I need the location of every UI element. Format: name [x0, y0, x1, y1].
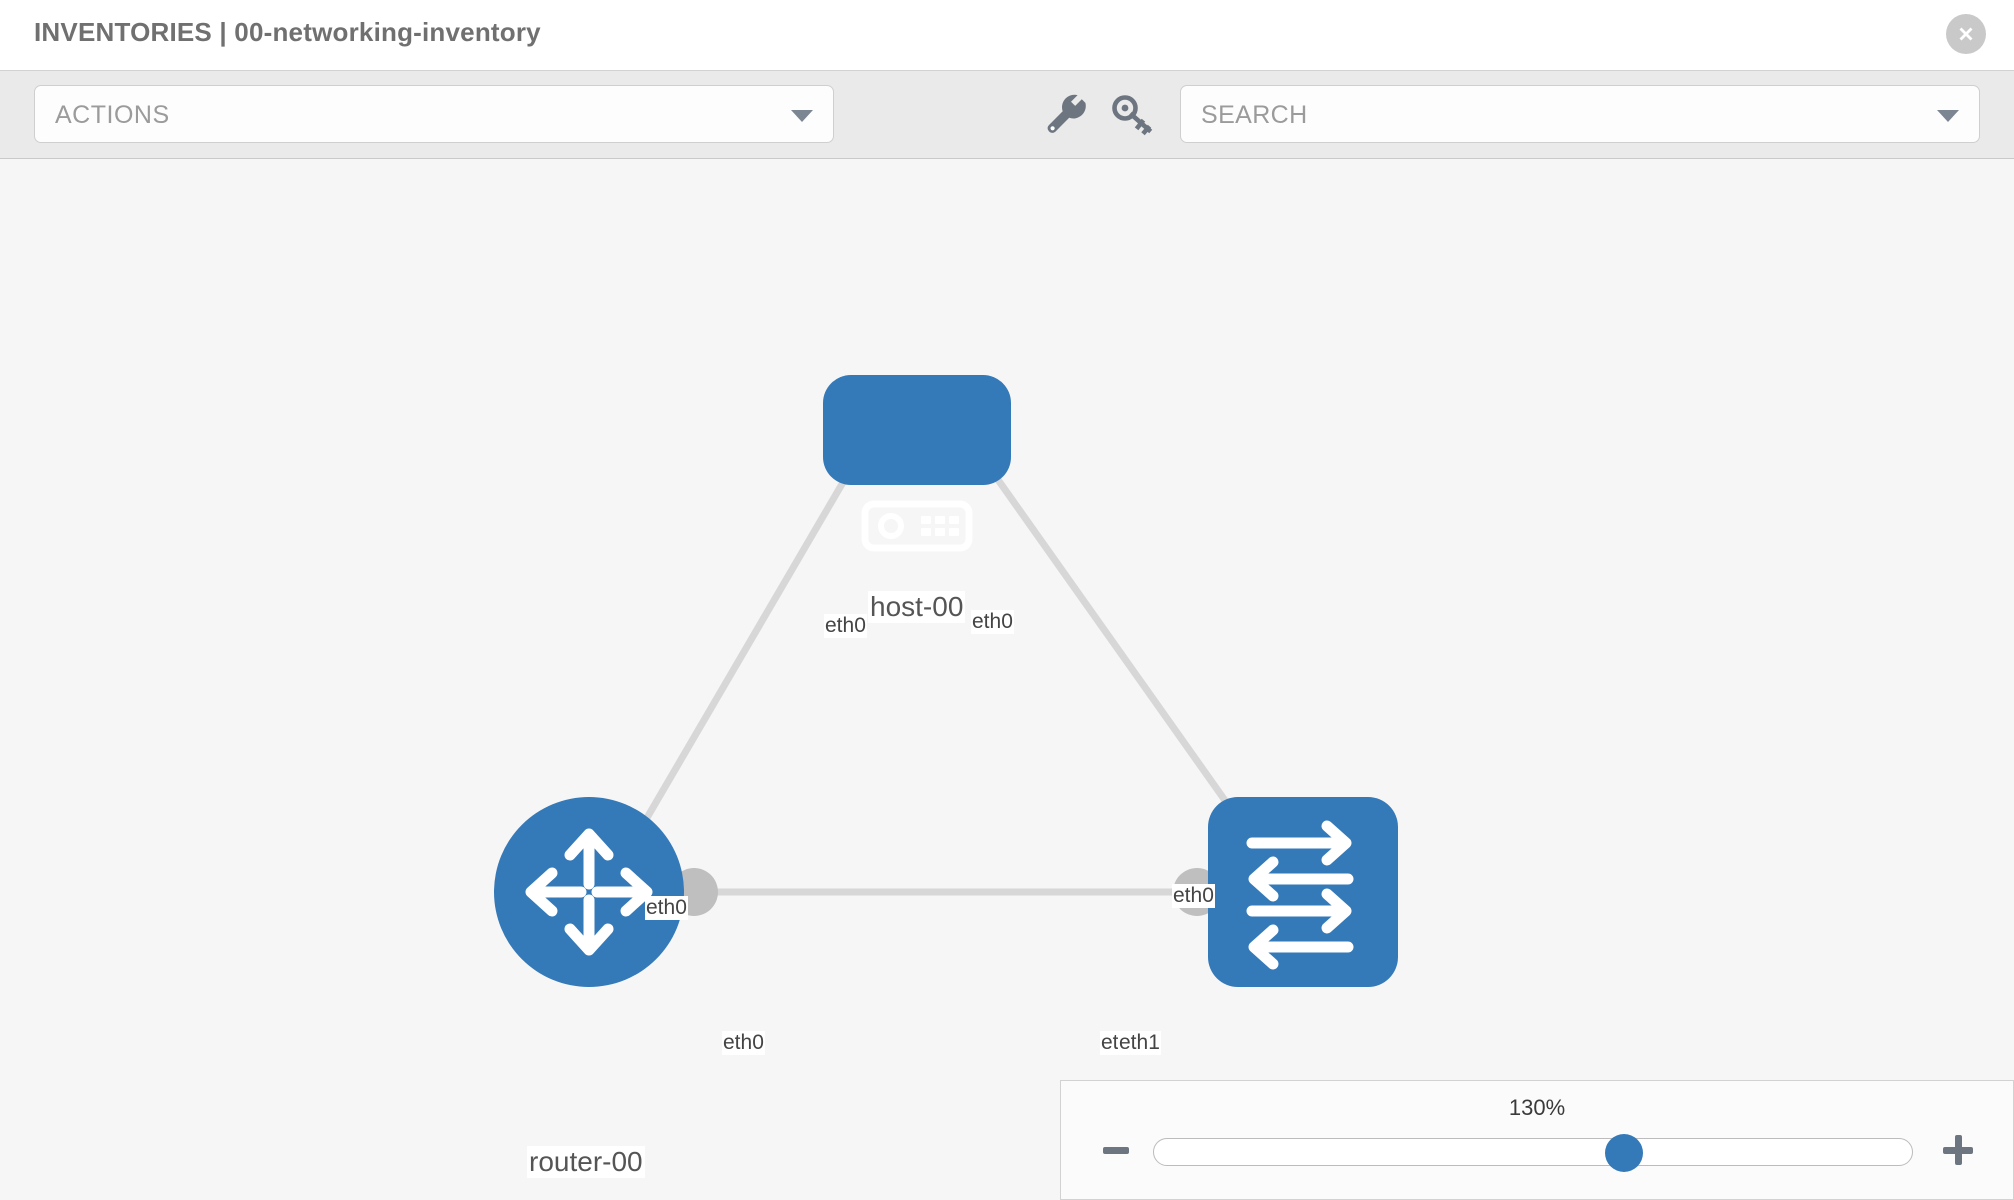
topology-canvas[interactable]: host-00 router-00 switch-00 eth0 eth0 et… [0, 159, 2014, 1200]
zoom-slider-track[interactable] [1153, 1134, 1913, 1172]
close-button[interactable] [1946, 14, 1986, 54]
search-box[interactable] [1180, 85, 1980, 144]
zoom-level-label: 130% [1508, 1095, 1566, 1120]
actions-dropdown-label: ACTIONS [55, 101, 170, 129]
minus-icon[interactable] [1103, 1147, 1129, 1154]
search-input[interactable] [1199, 86, 1903, 144]
iface-label: eth0 [1172, 884, 1215, 908]
chevron-down-icon[interactable] [1937, 110, 1959, 122]
iface-label: eth0 [722, 1031, 765, 1055]
topology-links [616, 416, 1273, 896]
page-title: INVENTORIES | 00-networking-inventory [34, 17, 541, 47]
node-host-00[interactable] [823, 375, 1011, 552]
zoom-slider-thumb[interactable] [1604, 1134, 1643, 1172]
node-switch-00[interactable] [1208, 797, 1398, 987]
node-label-host-00: host-00 [868, 591, 966, 623]
zoom-slider-row [1061, 1133, 2013, 1173]
iface-label: eth0 [971, 610, 1014, 634]
iface-label: eth0 [645, 896, 688, 920]
link-host00-switch00 [952, 416, 1273, 867]
plus-icon[interactable] [1943, 1135, 1973, 1165]
node-label-router-00: router-00 [527, 1146, 645, 1178]
wrench-icon[interactable] [1040, 89, 1090, 139]
chevron-down-icon [791, 110, 813, 122]
actions-dropdown[interactable]: ACTIONS [34, 85, 834, 143]
page-header: INVENTORIES | 00-networking-inventory [0, 0, 2014, 70]
toolbar: ACTIONS [0, 70, 2014, 159]
iface-label: eth1 [1118, 1031, 1161, 1055]
iface-label: eth0 [824, 614, 867, 638]
zoom-control-panel: 130% [1060, 1080, 2014, 1200]
router-arrows-icon [525, 828, 653, 956]
switch-arrows-icon [1246, 820, 1354, 970]
server-icon [861, 500, 973, 552]
key-icon[interactable] [1108, 89, 1158, 139]
link-host00-router00 [616, 417, 884, 866]
node-router-00[interactable] [494, 797, 684, 987]
topology-graph [494, 375, 1398, 987]
